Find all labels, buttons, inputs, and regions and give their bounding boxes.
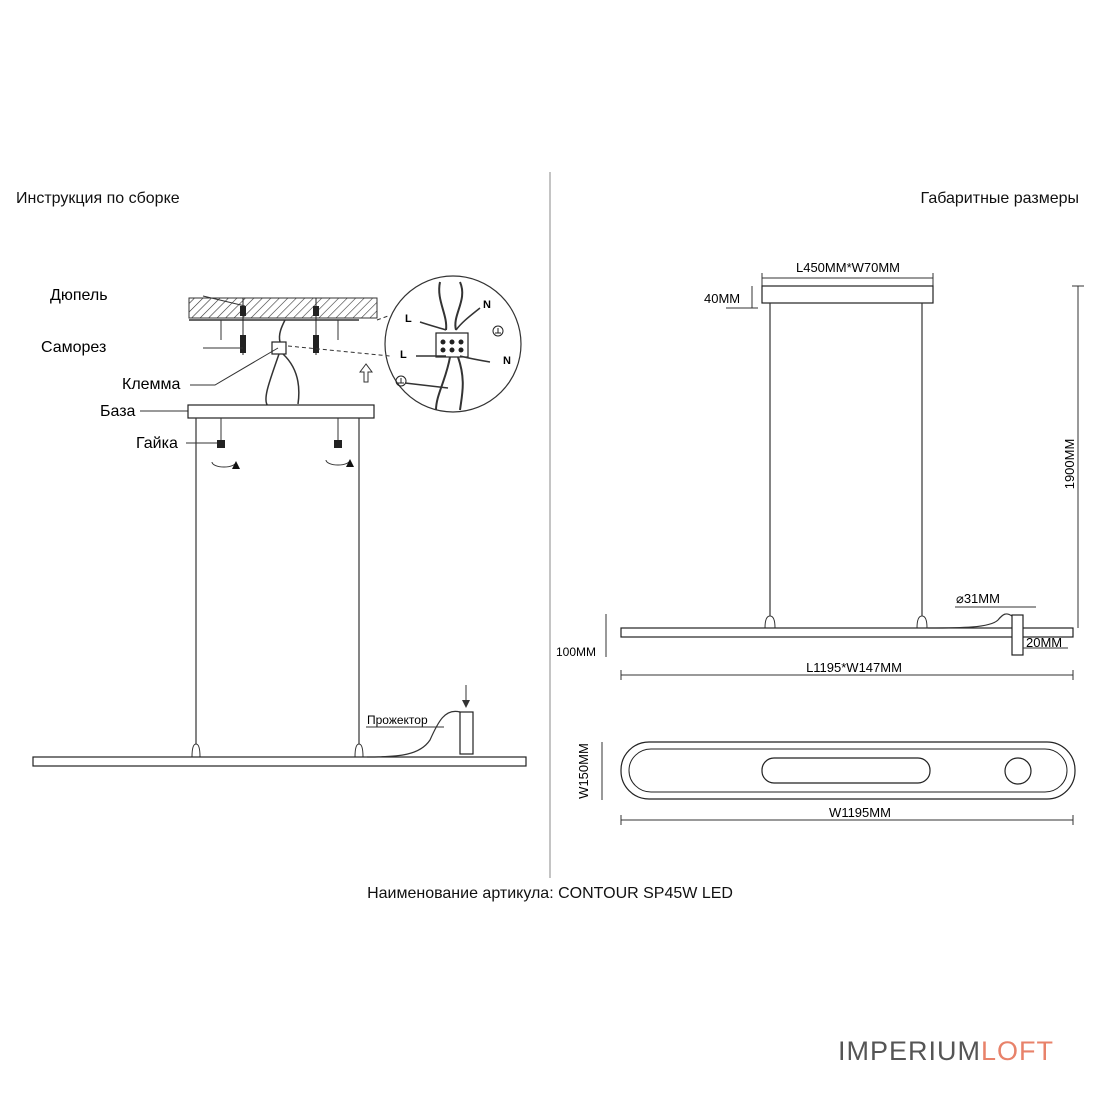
spot-offset-label: 20MM	[1026, 635, 1062, 650]
dowel-label: Дюпель	[50, 287, 108, 304]
terminal-leader	[190, 347, 279, 386]
assembly-diagram: L N L N Дюпель Саморез Клемма База Гайка…	[32, 275, 527, 767]
spot-diameter-label: ⌀31MM	[956, 591, 1000, 606]
fixture-body	[620, 627, 1074, 638]
canopy-size-label: L450MM*W70MM	[796, 260, 900, 275]
base-plate	[187, 404, 375, 419]
ground-icon	[492, 325, 504, 337]
terminal-label: Клемма	[122, 376, 181, 393]
spotlight	[1011, 614, 1024, 656]
body-height-label: 100MM	[556, 645, 596, 659]
canopy	[761, 285, 934, 304]
assembly-heading: Инструкция по сборке	[16, 190, 180, 207]
dowel-right	[313, 298, 319, 355]
ground-icon	[395, 375, 407, 387]
spotlight	[459, 711, 474, 755]
brand-logo: IMPERIUMLOFT	[838, 1036, 1054, 1067]
screw-label: Саморез	[41, 339, 106, 356]
dowel-leader	[202, 295, 246, 307]
brand-logo-part1: IMPERIUM	[838, 1036, 981, 1066]
top-length-label: W1195MM	[829, 805, 891, 820]
article-name: Наименование артикула: CONTOUR SP45W LED	[367, 885, 733, 902]
wire-label-live: L	[405, 313, 412, 325]
dimensions-heading: Габаритные размеры	[920, 190, 1079, 207]
spotlight-label: Прожектор	[367, 713, 428, 727]
fixture-bar	[32, 756, 527, 767]
top-width-label: W150MM	[576, 743, 591, 799]
top-view-spot	[1004, 757, 1032, 785]
nut-left	[217, 440, 225, 448]
wire-label-live: L	[400, 349, 407, 361]
canopy-height-label: 40MM	[704, 291, 740, 306]
dimensions-diagram: L450MM*W70MM 40MM 1900MM ⌀31MM 20MM 100M…	[556, 260, 1084, 825]
wire-label-neutral: N	[503, 355, 511, 367]
rotate-arrow-left	[211, 461, 240, 470]
terminal-block	[271, 341, 287, 355]
suspension-height-label: 1900MM	[1062, 439, 1077, 490]
dowel-left	[240, 298, 246, 355]
base-label: База	[100, 403, 136, 420]
nut-right	[334, 440, 342, 448]
brand-logo-part2: LOFT	[981, 1036, 1055, 1066]
ceiling-hatch	[188, 297, 378, 319]
up-arrow-icon	[359, 363, 373, 383]
body-size-label: L1195*W147MM	[806, 660, 902, 675]
wire-label-neutral: N	[483, 299, 491, 311]
wiring-detail-bubble: L N L N	[287, 275, 522, 413]
nut-label: Гайка	[136, 435, 178, 452]
top-view-diffuser	[761, 757, 931, 784]
rotate-arrow-right	[325, 459, 354, 468]
